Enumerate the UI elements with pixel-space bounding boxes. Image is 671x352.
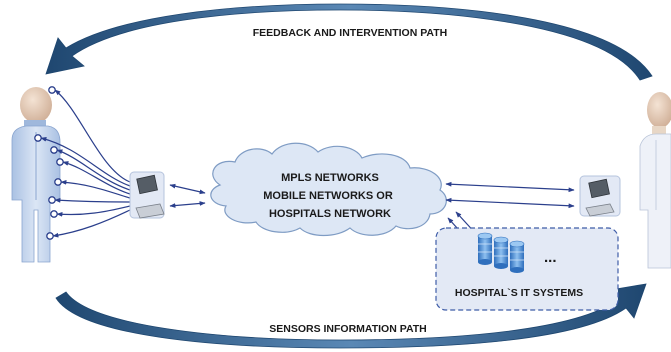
doctor-gateway-laptop-icon [579, 175, 621, 217]
doctor-head [647, 92, 671, 128]
sensor-node-icon [48, 196, 56, 204]
cloud-line-2: MOBILE NETWORKS OR [263, 190, 393, 202]
sensor-node-icon [56, 158, 64, 166]
sensor-node-icon [46, 232, 54, 240]
sensor-connectors [40, 89, 131, 238]
feedback-path-arrow [45, 3, 653, 81]
sensor-node-icon [48, 86, 56, 94]
patient-head [20, 87, 52, 123]
sensor-node-icon [50, 146, 58, 154]
database-icon [477, 232, 525, 273]
feedback-path-label: FEEDBACK AND INTERVENTION PATH [253, 27, 447, 39]
gateway-cloud-connectors [169, 183, 206, 208]
patient-sensors [34, 86, 64, 240]
patient-figure [11, 87, 61, 263]
patient-gateway-laptop-icon [129, 171, 165, 219]
more-systems-ellipsis: ... [544, 249, 557, 266]
sensor-node-icon [54, 178, 62, 186]
cloud-line-3: HOSPITALS NETWORK [269, 208, 391, 220]
sensors-path-arrow [55, 283, 647, 349]
sensor-node-icon [50, 210, 58, 218]
hospital-it-systems-label: HOSPITAL`S IT SYSTEMS [455, 287, 583, 299]
doctor-figure [639, 92, 671, 269]
sensor-node-icon [34, 134, 42, 142]
cloud-doctor-connectors [445, 181, 575, 209]
sensors-path-label: SENSORS INFORMATION PATH [269, 323, 427, 335]
cloud-line-1: MPLS NETWORKS [281, 172, 379, 184]
